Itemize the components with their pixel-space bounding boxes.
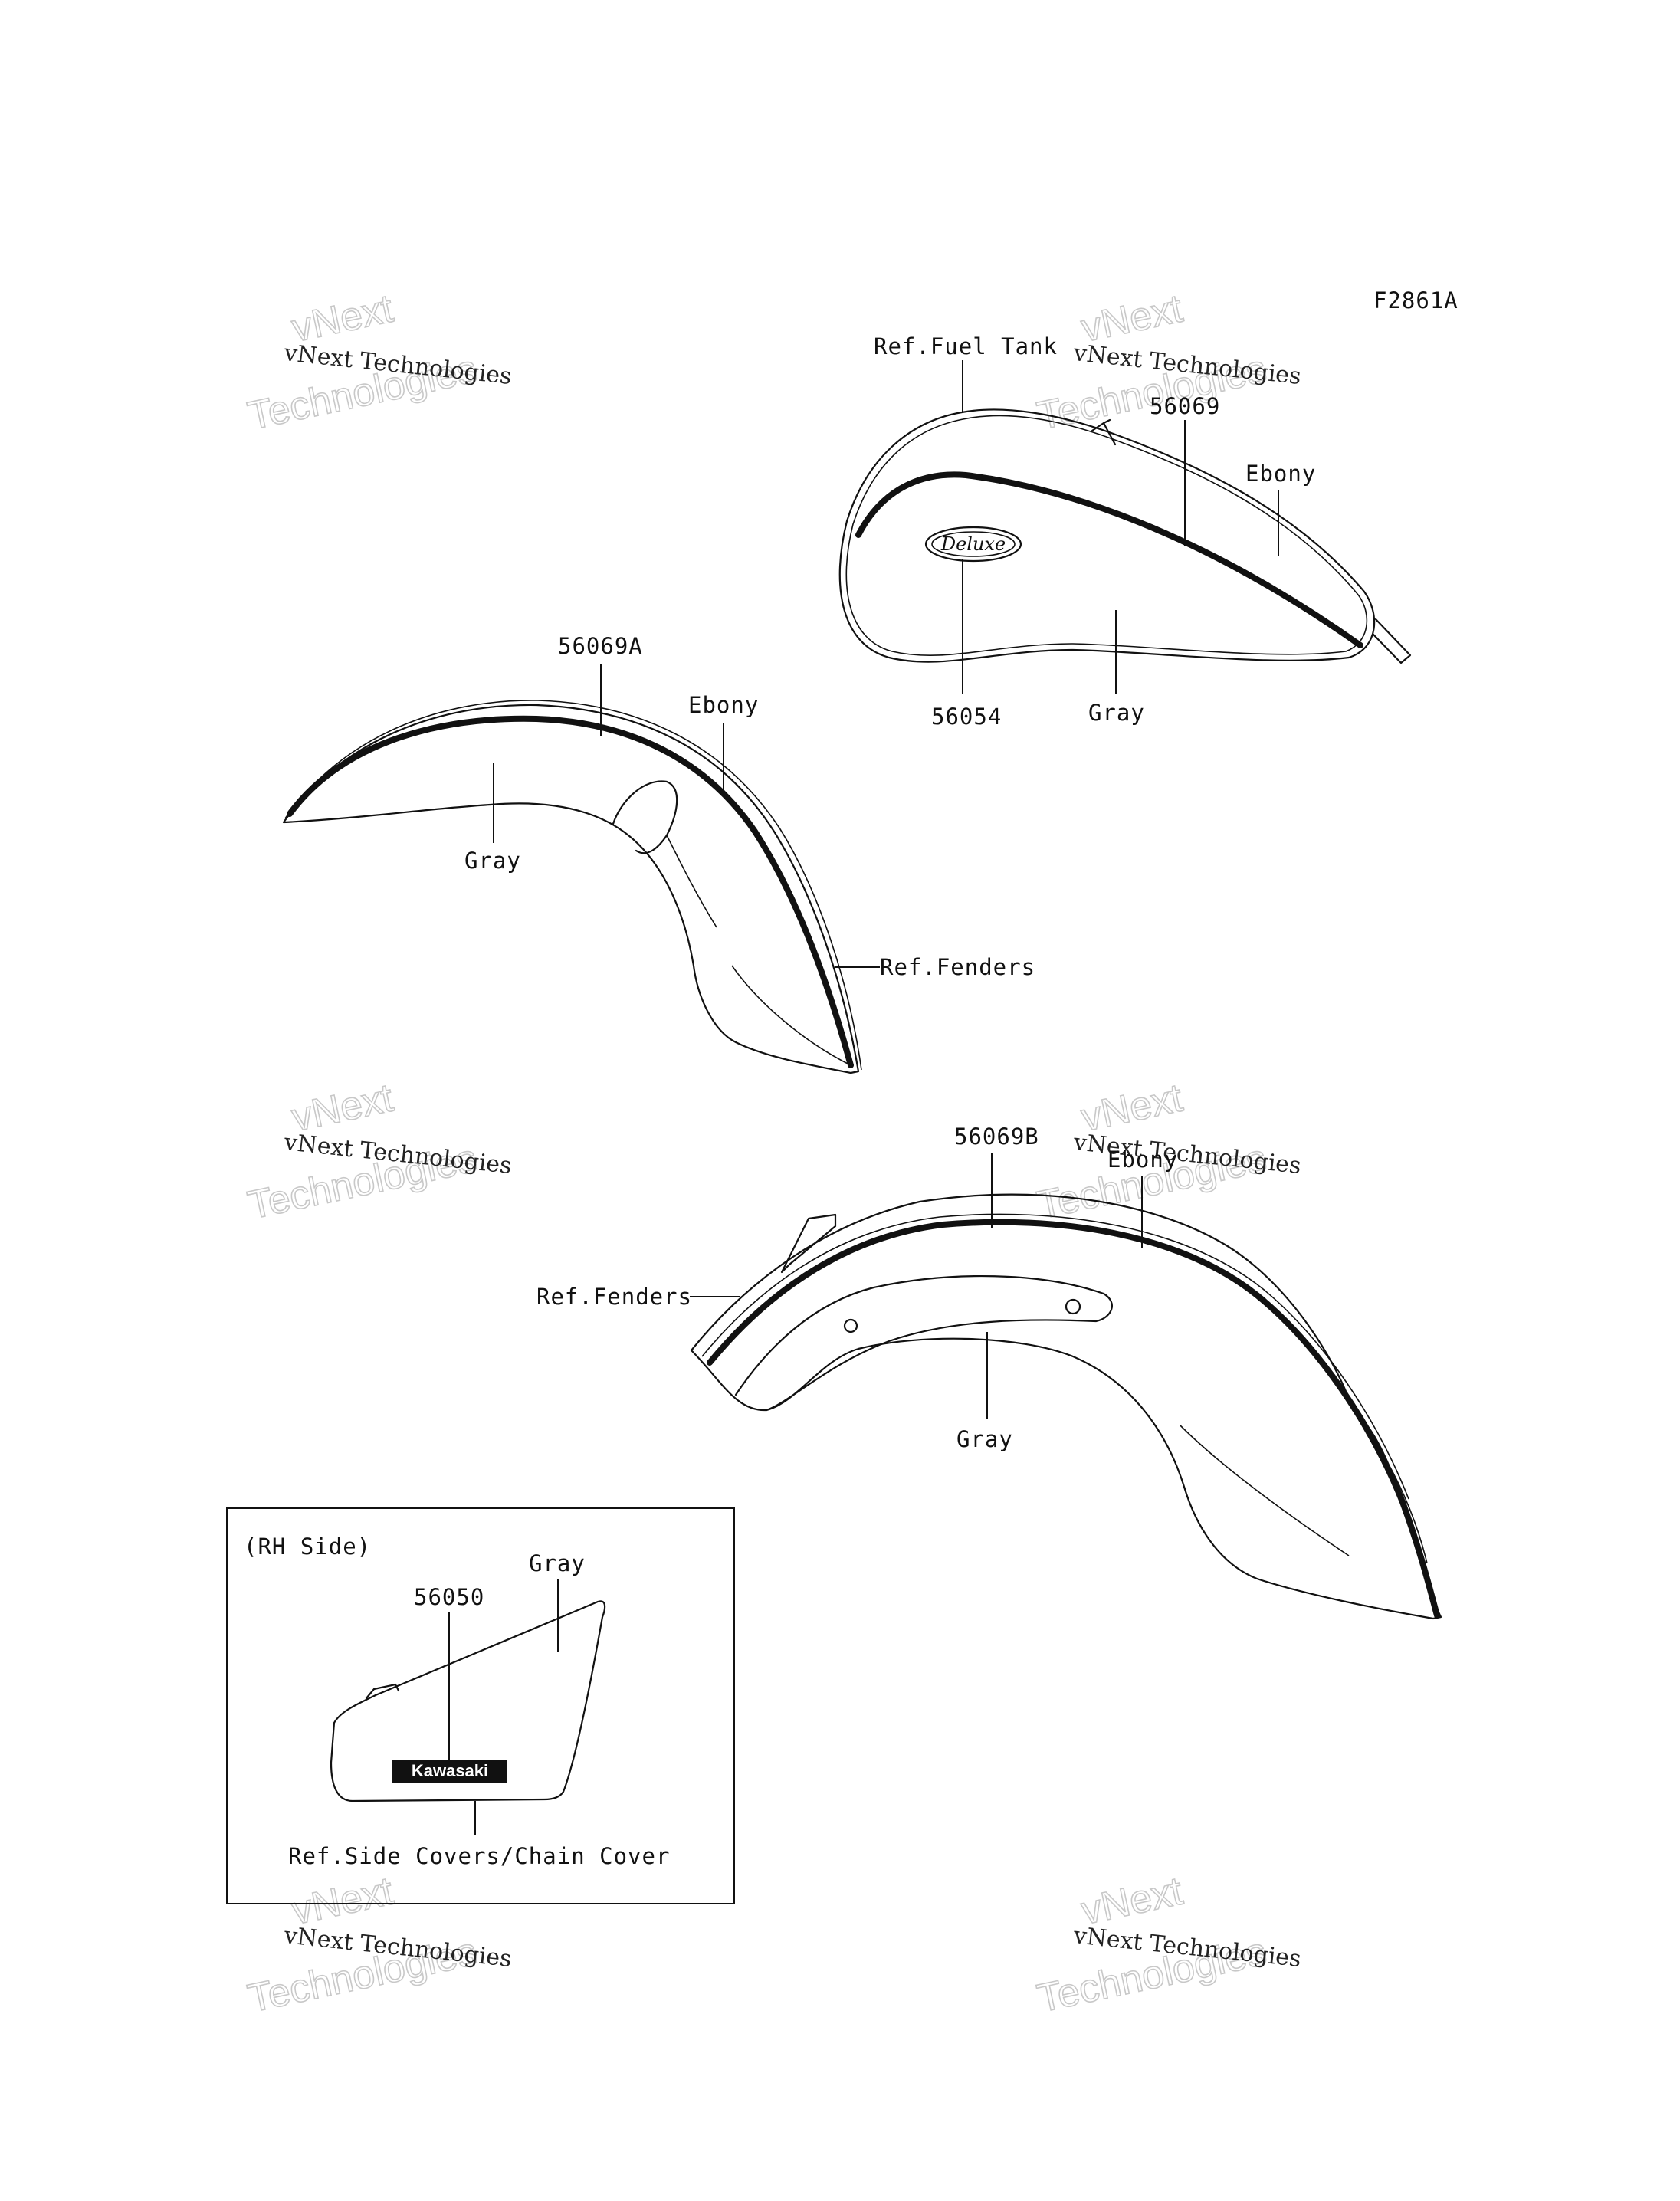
- front-fender-bracket: [612, 780, 678, 854]
- side-cover-outline: [330, 1600, 606, 1802]
- side-cover-emblem-text: Kawasaki: [412, 1761, 488, 1780]
- fuel-tank-top-color: Ebony: [1245, 461, 1316, 487]
- rear-fender-top-color: Ebony: [1107, 1146, 1178, 1173]
- rear-fender: 56069B Ebony Ref.Fenders Gray: [536, 1123, 1442, 1620]
- rear-fender-stripe-outline: [701, 1213, 1409, 1500]
- fuel-tank-emblem: [924, 526, 1022, 563]
- watermark-3: vNext Technologies vNext Technologies: [244, 1075, 514, 1229]
- fuel-tank-emblem-part: 56054: [931, 704, 1002, 730]
- rear-fender-hole-1: [843, 1318, 858, 1333]
- side-cover-tab: [365, 1683, 400, 1700]
- rear-fender-hole-2: [1065, 1298, 1081, 1315]
- front-fender-edge: [284, 700, 862, 1071]
- fuel-tank-hose: [1372, 618, 1412, 664]
- fuel-tank-body-color: Gray: [1088, 700, 1145, 726]
- rear-fender-ref-label: Ref.Fenders: [536, 1284, 692, 1310]
- side-cover-frame: [226, 1507, 735, 1904]
- rear-fender-bracket: [780, 1213, 837, 1274]
- watermark-5: vNext Technologies vNext Technologies: [244, 1868, 514, 2022]
- front-fender-ref-label: Ref.Fenders: [880, 954, 1035, 980]
- front-fender-crease: [666, 835, 851, 1066]
- side-cover-emblem-part: 56050: [414, 1584, 484, 1610]
- fuel-tank-emblem-inner: [931, 531, 1016, 557]
- front-fender-body-color: Gray: [464, 848, 521, 874]
- rear-fender-body-color: Gray: [956, 1426, 1013, 1452]
- watermark-1: vNext Technologies vNext Technologies: [244, 286, 514, 440]
- rear-fender-inner: [734, 1274, 1113, 1412]
- side-cover-inset: (RH Side) Kawasaki Gray 56050 Ref.Side C…: [226, 1507, 735, 1904]
- fuel-tank-emblem-text: Deluxe: [940, 533, 1006, 555]
- fuel-tank-inner-edge: [845, 415, 1368, 656]
- rear-fender-stripe-part: 56069B: [954, 1123, 1039, 1150]
- side-cover-color: Gray: [529, 1550, 586, 1576]
- side-cover-emblem: [392, 1760, 507, 1783]
- front-fender: 56069A Ebony Gray Ref.Fenders: [282, 633, 1035, 1074]
- fuel-tank-outline: [838, 408, 1376, 663]
- front-fender-stripe: [287, 715, 854, 1068]
- rear-fender-outline: [690, 1193, 1442, 1620]
- rear-fender-stripe: [707, 1219, 1440, 1619]
- side-cover-side-label: (RH Side): [244, 1533, 371, 1560]
- side-cover-ref-label: Ref.Side Covers/Chain Cover: [288, 1843, 670, 1869]
- fuel-tank-stripe: [855, 471, 1363, 648]
- rear-fender-crease: [1180, 1425, 1428, 1564]
- front-fender-stripe-part: 56069A: [558, 633, 643, 659]
- fuel-tank: Deluxe Ref.Fuel Tank 56069 Ebony 56054 G…: [838, 333, 1412, 730]
- front-fender-outline: [282, 704, 860, 1074]
- fuel-tank-filler-neck: [1091, 418, 1117, 446]
- front-fender-top-color: Ebony: [688, 692, 759, 718]
- fuel-tank-ref-label: Ref.Fuel Tank: [874, 333, 1058, 359]
- fuel-tank-stripe-part: 56069: [1150, 393, 1220, 419]
- figure-code: F2861A: [1373, 287, 1459, 313]
- watermark-6: vNext Technologies vNext Technologies: [1033, 1868, 1303, 2022]
